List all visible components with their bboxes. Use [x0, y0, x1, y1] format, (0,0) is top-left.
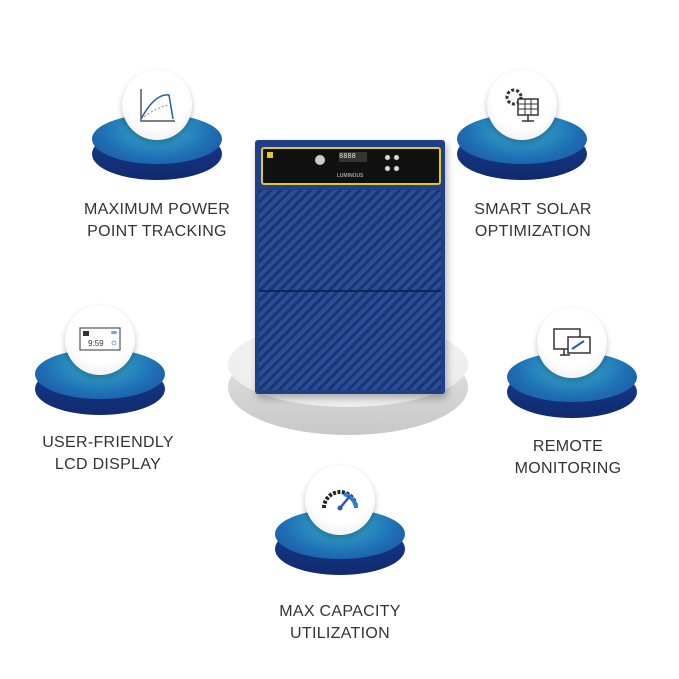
control-panel: 8888 LUMINOUS: [261, 147, 441, 185]
lcd-display-icon: 9:59: [79, 327, 121, 351]
power-knob-icon: [315, 155, 325, 165]
label-line: MAXIMUM POWER: [83, 201, 231, 218]
feature-smart-solar: [442, 70, 602, 210]
logo-icon: [267, 152, 273, 158]
lcd-screen: 8888: [339, 152, 367, 162]
icon-bubble: 9:59: [65, 305, 135, 375]
label-line: USER-FRIENDLY: [42, 434, 174, 451]
icon-bubble: [487, 70, 557, 140]
label-capacity: MAX CAPACITY UTILIZATION: [230, 601, 450, 645]
feature-mppt: [77, 70, 237, 210]
label-smart-solar: SMART SOLAR OPTIMIZATION: [423, 199, 643, 243]
remote-monitor-icon: [553, 328, 591, 356]
label-lcd: USER-FRIENDLY LCD DISPLAY: [0, 432, 218, 476]
icon-bubble: [122, 70, 192, 140]
icon-bubble: [305, 465, 375, 535]
label-line: MONITORING: [514, 460, 622, 477]
icon-bubble: [537, 308, 607, 378]
feature-capacity: [260, 465, 420, 605]
control-buttons: [383, 152, 401, 174]
solar-inverter-device: 8888 LUMINOUS: [255, 140, 445, 394]
label-line: REMOTE: [532, 438, 604, 455]
brand-label: LUMINOUS: [337, 173, 364, 179]
label-line: POINT TRACKING: [87, 223, 227, 240]
gear-solar-panel-icon: [505, 88, 539, 122]
label-line: MAX CAPACITY: [279, 603, 401, 620]
feature-remote: [492, 308, 652, 448]
gauge-icon: [322, 490, 358, 511]
label-line: SMART SOLAR: [474, 201, 592, 218]
label-line: OPTIMIZATION: [474, 223, 592, 240]
label-line: UTILIZATION: [290, 625, 390, 642]
feature-lcd: 9:59: [20, 305, 180, 445]
label-line: LCD DISPLAY: [54, 456, 162, 473]
panel-seam: [259, 290, 441, 292]
solar-curve-graph-icon: [140, 89, 175, 122]
label-remote: REMOTE MONITORING: [458, 436, 678, 480]
label-mppt: MAXIMUM POWER POINT TRACKING: [47, 199, 267, 243]
lcd-time: 9:59: [88, 339, 104, 348]
